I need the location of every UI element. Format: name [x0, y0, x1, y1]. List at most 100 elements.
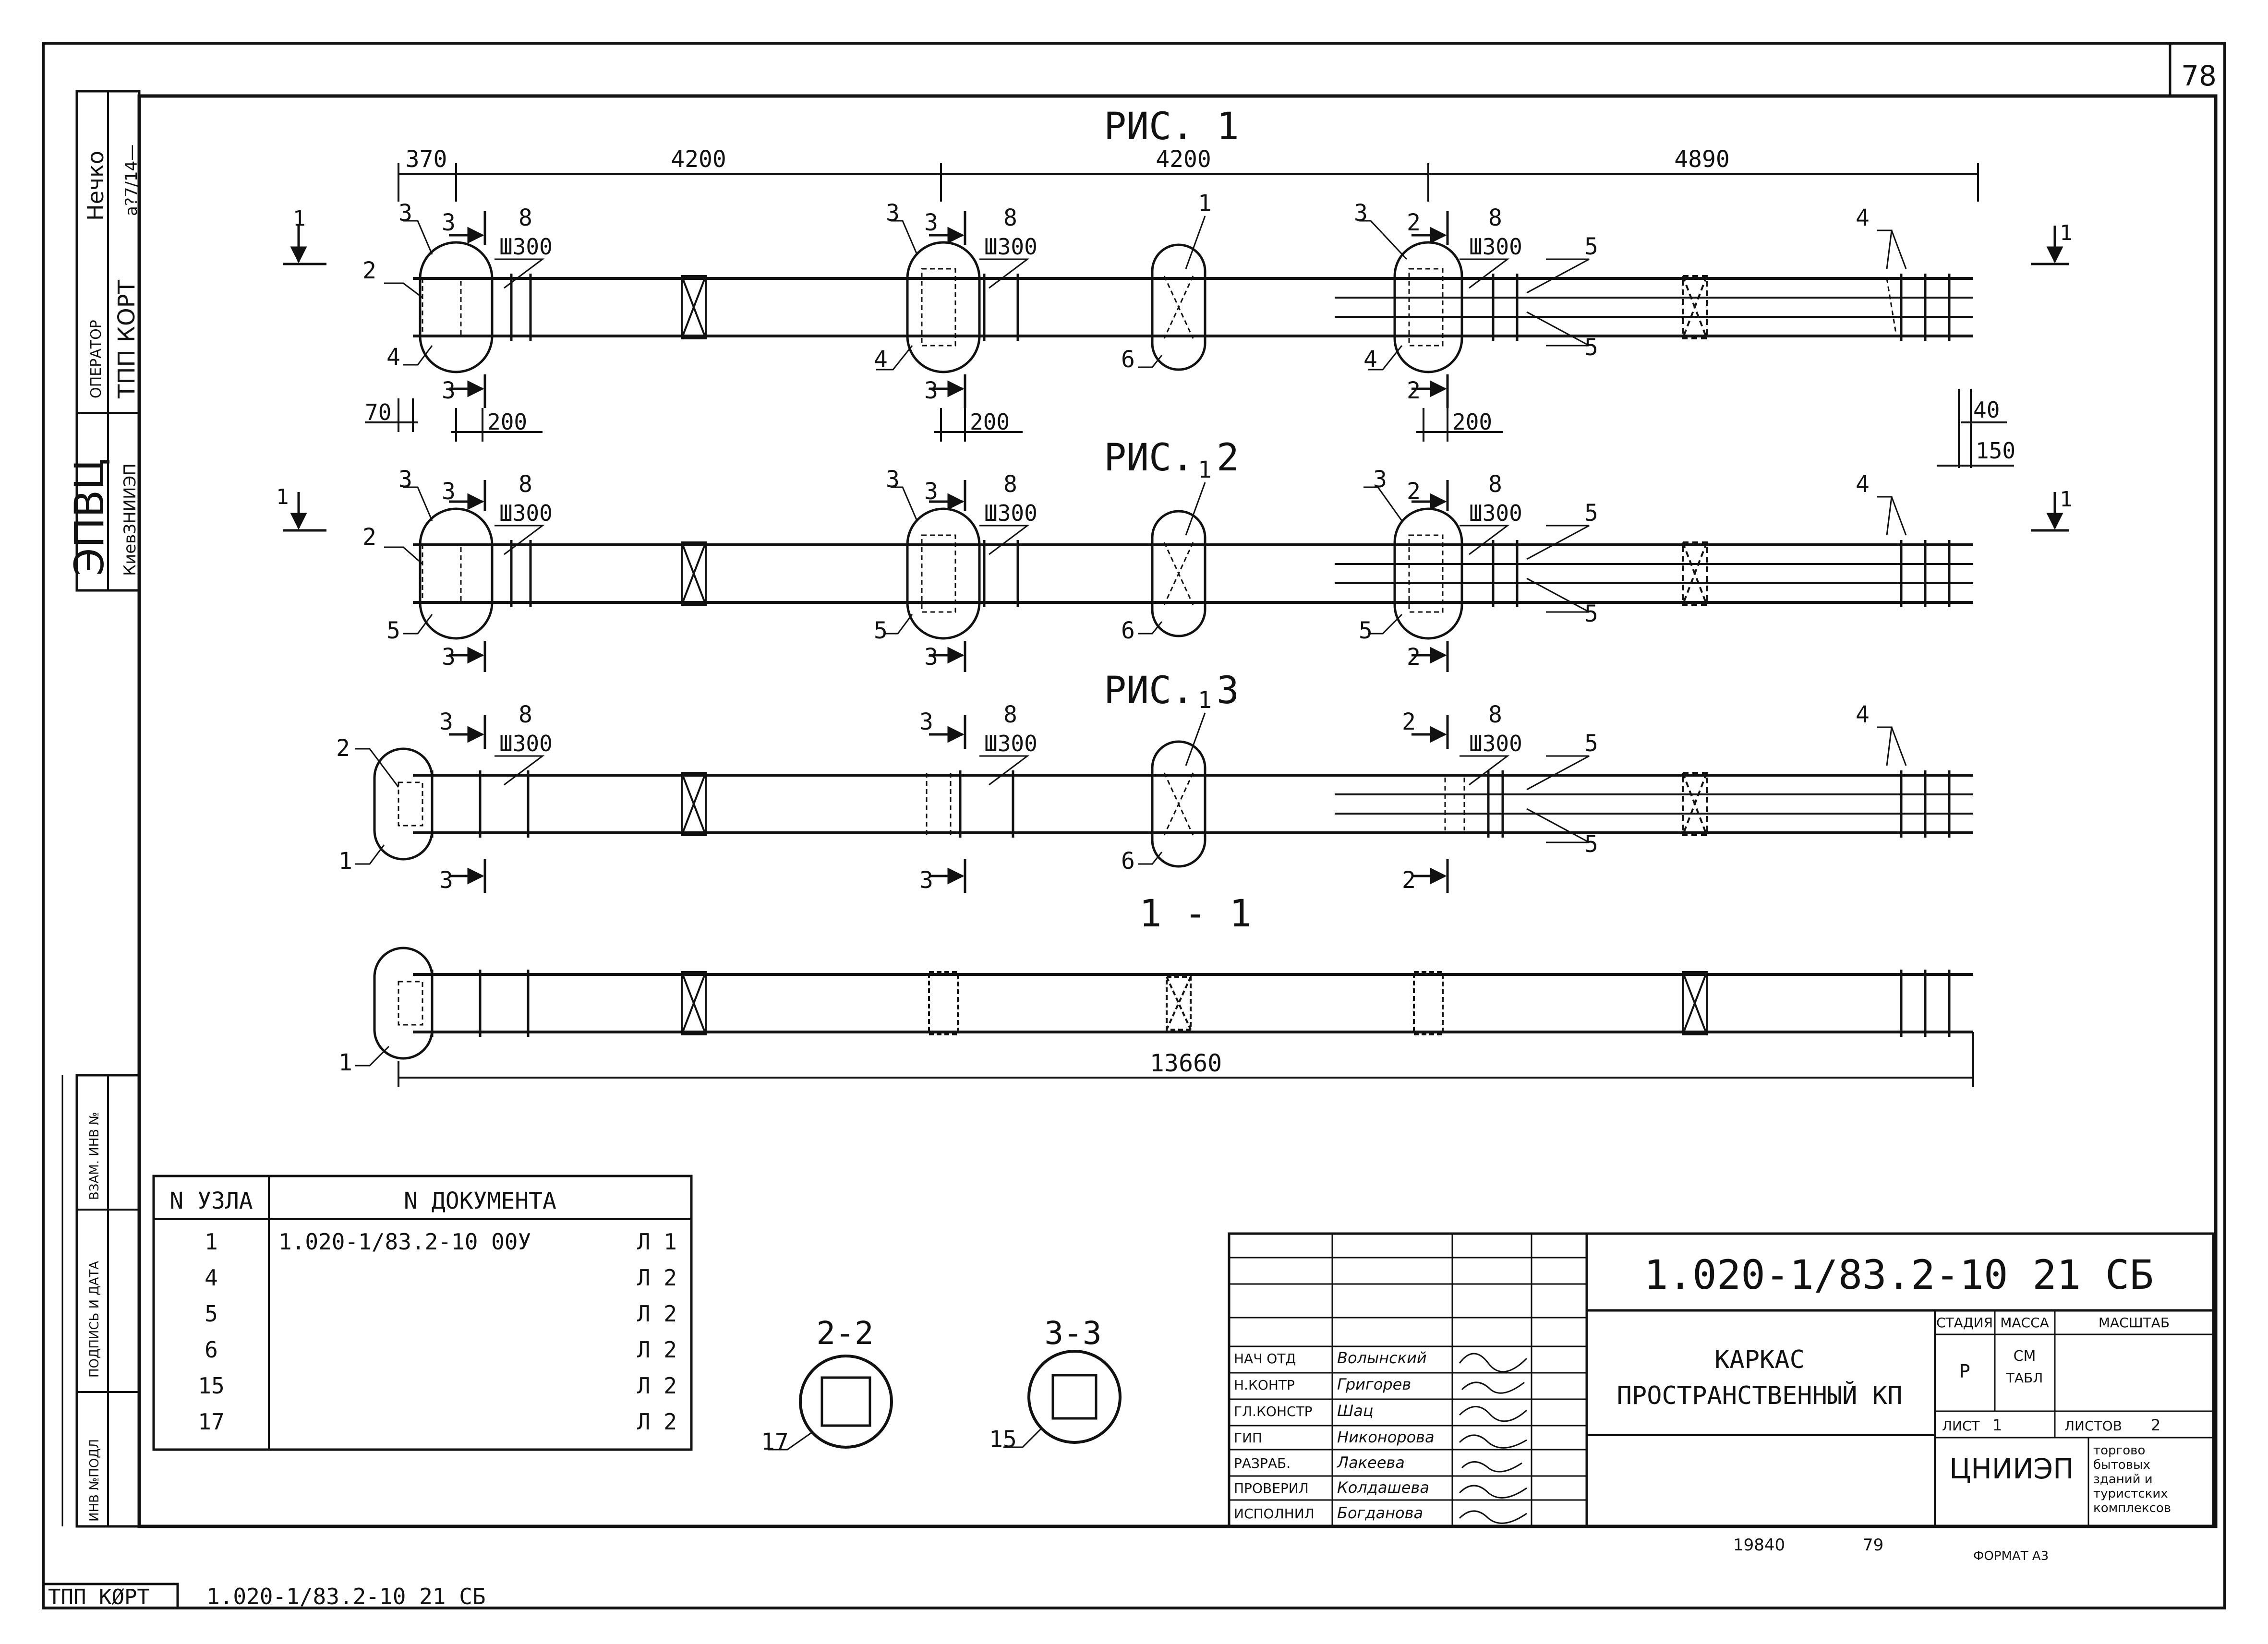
cell-inv-original: ИНВ №ПОДЛ: [87, 1439, 102, 1522]
svg-text:15: 15: [198, 1373, 224, 1399]
callout-5: 5: [1584, 831, 1598, 858]
dim-370: 370: [406, 146, 447, 173]
document-code: 1.020-1/83.2-10 21 СБ: [1644, 1251, 2154, 1298]
section-mark: 3: [924, 478, 938, 505]
svg-text:бытовых: бытовых: [2093, 1458, 2150, 1472]
section-mark: 2: [1407, 209, 1421, 236]
callout-6: 6: [1121, 346, 1135, 373]
section-mark: 3: [442, 478, 456, 505]
cell-replace-inv: ВЗАМ. ИНВ №: [87, 1112, 102, 1200]
inner-frame: [137, 94, 2218, 1528]
section-mark: 3: [924, 377, 938, 404]
svg-text:3-3: 3-3: [1044, 1315, 1101, 1352]
callout-5: 5: [1584, 233, 1598, 260]
table-header-doc: N ДОКУМЕНТА: [404, 1188, 556, 1214]
signer-row: РАЗРАБ. Лакеева: [1234, 1453, 1405, 1472]
svg-text:15: 15: [989, 1426, 1017, 1453]
svg-text:4: 4: [205, 1265, 218, 1291]
callout-6: 6: [1121, 848, 1135, 875]
svg-text:Л 2: Л 2: [637, 1409, 677, 1435]
signer-row: НАЧ ОТД Волынский: [1234, 1349, 1427, 1367]
callout-1: 1: [1198, 456, 1212, 483]
section-mark: 2: [1407, 478, 1421, 505]
figure-2: 1 1 3 3 3 3 2 2 2 3 5 3 5: [276, 456, 2073, 672]
callout-8: 8: [1488, 701, 1502, 728]
svg-text:5: 5: [205, 1301, 218, 1327]
svg-text:Л 2: Л 2: [637, 1373, 677, 1399]
callout-8: 8: [1003, 204, 1017, 231]
operator-value: ТПП КОРТ: [113, 279, 140, 399]
spacing-label: Ш300: [984, 234, 1037, 260]
section-1-1-title: 1 - 1: [1139, 892, 1252, 936]
svg-text:1.020-1/83.2-10 00У: 1.020-1/83.2-10 00У: [278, 1229, 531, 1255]
sheet-label: ЛИСТ: [1942, 1418, 1980, 1434]
figure-1: 370 4200 4200 4890: [283, 146, 2073, 468]
section-mark: 3: [919, 708, 933, 735]
callout-4: 4: [386, 344, 400, 371]
svg-text:Лакеева: Лакеева: [1337, 1453, 1405, 1472]
svg-text:Шац: Шац: [1337, 1402, 1374, 1420]
callout-4: 4: [1856, 204, 1870, 231]
svg-text:2-2: 2-2: [816, 1315, 873, 1352]
callout-5: 5: [1584, 730, 1598, 757]
section-2-2: 2-2 17: [761, 1315, 893, 1455]
scale-label: МАСШТАБ: [2099, 1315, 2170, 1331]
dim-4200-a: 4200: [671, 146, 726, 173]
table-row: 17 Л 2: [198, 1409, 677, 1435]
svg-text:1: 1: [205, 1229, 218, 1255]
signature-marks: [1459, 1353, 1528, 1524]
footer-number: 79: [1863, 1536, 1883, 1555]
dim-200: 200: [1452, 409, 1492, 435]
callout-2: 2: [336, 735, 350, 762]
spacing-label: Ш300: [1469, 234, 1522, 260]
stage-value: Р: [1959, 1361, 1970, 1382]
svg-text:Богданова: Богданова: [1337, 1504, 1423, 1522]
drawing-name-line2: ПРОСТРАНСТВЕННЫЙ КП: [1617, 1381, 1903, 1410]
callout-3: 3: [1354, 200, 1368, 227]
operator-label: ОПЕРАТОР: [88, 320, 105, 398]
callout-4: 4: [874, 346, 888, 373]
footer-number: 19840: [1733, 1536, 1785, 1555]
section-mark: 3: [924, 209, 938, 236]
callout-1: 1: [338, 848, 352, 875]
callout-3: 3: [886, 200, 900, 227]
figure-3: 3 3 3 3 2 2 2 1 1 6 4 5 5 8 Ш300 8 Ш300 …: [336, 687, 1973, 894]
callout-4: 4: [1856, 471, 1870, 498]
side-panel: ЭПВЦ КиевЗНИИЭП ОПЕРАТОР ТПП КОРТ Нечко …: [61, 90, 141, 1528]
callout-2: 2: [362, 524, 376, 551]
table-row: 4 Л 2: [205, 1265, 677, 1291]
svg-text:НАЧ ОТД: НАЧ ОТД: [1234, 1351, 1296, 1367]
callout-4: 4: [1856, 701, 1870, 728]
signer-row: ИСПОЛНИЛ Богданова: [1234, 1504, 1423, 1522]
section-mark: 3: [919, 867, 933, 894]
drawing-name-line1: КАРКАС: [1714, 1345, 1805, 1374]
table-header-node: N УЗЛА: [169, 1188, 253, 1214]
spacing-label: Ш300: [1469, 500, 1522, 526]
callout-8: 8: [1003, 701, 1017, 728]
callout-3: 3: [398, 200, 412, 227]
dim-4890: 4890: [1674, 146, 1730, 173]
svg-text:зданий и: зданий и: [2093, 1472, 2153, 1487]
callout-1: 1: [1198, 190, 1212, 217]
dim-4200-b: 4200: [1156, 146, 1211, 173]
node-table: N УЗЛА N ДОКУМЕНТА 1 1.020-1/83.2-10 00У…: [152, 1175, 693, 1451]
callout-8: 8: [1488, 471, 1502, 498]
callout-1: 1: [1198, 687, 1212, 714]
section-mark: 3: [442, 644, 456, 671]
section-mark: 3: [439, 867, 453, 894]
signer-row: ПРОВЕРИЛ Колдашева: [1234, 1478, 1429, 1497]
section-mark: 1: [293, 206, 306, 231]
spacing-label: Ш300: [984, 731, 1037, 756]
svg-text:Колдашева: Колдашева: [1337, 1478, 1429, 1497]
section-mark: 2: [1402, 867, 1416, 894]
callout-6: 6: [1121, 617, 1135, 644]
org-subtitle: КиевЗНИИЭП: [121, 463, 140, 576]
dim-150: 150: [1976, 438, 2015, 464]
callout-8: 8: [1488, 204, 1502, 231]
svg-text:ПРОВЕРИЛ: ПРОВЕРИЛ: [1234, 1480, 1309, 1496]
callout-5: 5: [386, 617, 400, 644]
callout-1: 1: [338, 1049, 352, 1076]
callout-5: 5: [1359, 617, 1373, 644]
svg-text:17: 17: [761, 1428, 789, 1455]
spacing-label: Ш300: [499, 731, 553, 756]
